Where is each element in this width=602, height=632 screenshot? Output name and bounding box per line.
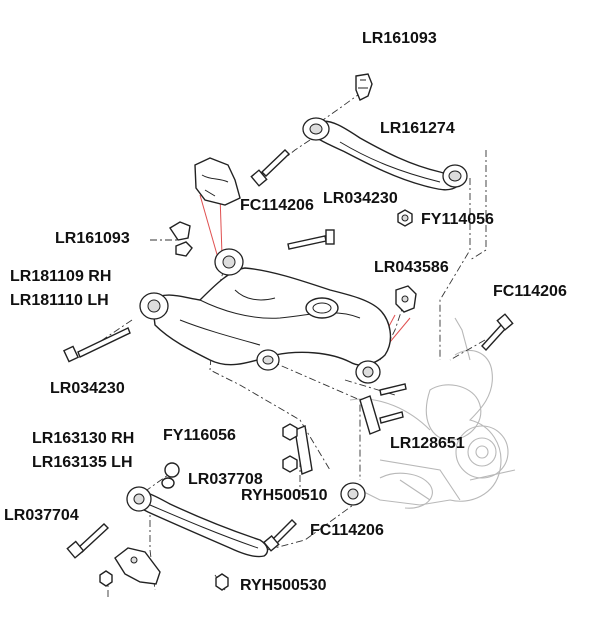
label-fy114056: FY114056 <box>421 211 494 228</box>
label-lr181109: LR181109 RH <box>10 268 111 285</box>
shield-cover <box>194 157 241 206</box>
clips-left <box>169 221 193 257</box>
label-lr161093-left: LR161093 <box>55 230 130 247</box>
label-fc114206-c: FC114206 <box>310 522 384 539</box>
label-fc114206-a: FC114206 <box>240 197 314 214</box>
label-lr161274: LR161274 <box>380 120 455 137</box>
small-nuts <box>99 570 229 591</box>
label-ryh500530: RYH500530 <box>240 577 327 594</box>
label-lr163135: LR163135 LH <box>32 454 133 471</box>
label-fc114206-b: FC114206 <box>493 283 567 300</box>
bolt-lr034230-left <box>63 327 131 363</box>
nut-fy116056 <box>161 462 180 489</box>
label-lr043586: LR043586 <box>374 259 449 276</box>
label-ryh500510: RYH500510 <box>241 487 328 504</box>
label-fy116056: FY116056 <box>163 427 236 444</box>
bush-outer <box>340 482 366 506</box>
label-lr181110: LR181110 LH <box>10 292 109 309</box>
bolt-right <box>481 313 514 352</box>
label-lr034230-b: LR034230 <box>50 380 125 397</box>
bolt-upper <box>250 149 291 187</box>
part-labels: LR161093 LR161274 FC114206 LR034230 FY11… <box>4 30 567 594</box>
drop-link <box>282 423 313 475</box>
bracket-lr043586 <box>395 285 417 313</box>
upper-arm <box>302 117 468 191</box>
knuckle-ghost <box>349 317 516 509</box>
label-lr034230-a: LR034230 <box>323 190 398 207</box>
clip-top <box>355 73 373 101</box>
bolt-lower <box>262 519 297 552</box>
bolt-lr034230-centre <box>287 229 335 250</box>
label-lr161093-top: LR161093 <box>362 30 437 47</box>
lower-control-arm <box>139 248 392 384</box>
label-lr163130: LR163130 RH <box>32 430 134 447</box>
label-lr128651: LR128651 <box>390 435 465 452</box>
link-lr128651 <box>359 383 407 435</box>
label-lr037704: LR037704 <box>4 507 79 524</box>
nut-fy114056 <box>397 209 413 227</box>
label-lr037708: LR037708 <box>188 471 263 488</box>
lower-bracket <box>114 547 161 585</box>
bolt-lr037704 <box>66 523 110 559</box>
lower-link <box>126 486 269 558</box>
